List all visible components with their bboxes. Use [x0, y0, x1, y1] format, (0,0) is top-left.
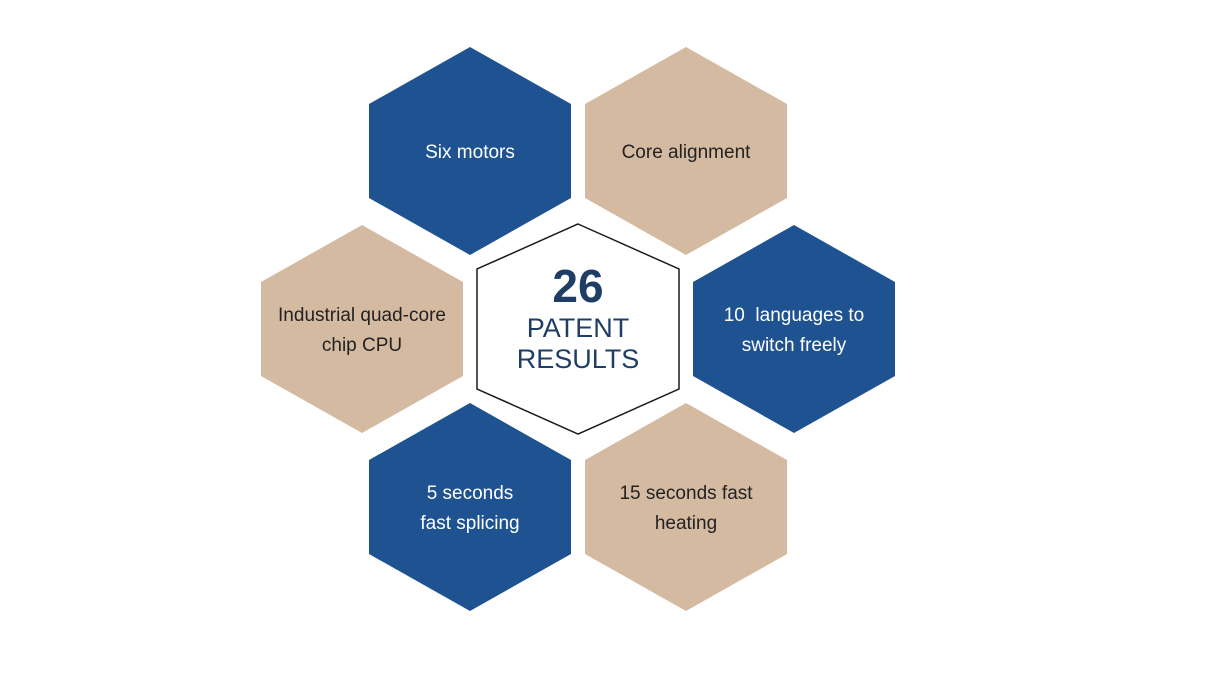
hexagon-label-fast-heating-line1: 15 seconds fast [619, 483, 753, 504]
hexagon-label-quad-core-line1: Industrial quad-core [278, 305, 446, 326]
hexagon-languages [693, 225, 895, 433]
center-label-line2: RESULTS [517, 344, 640, 374]
hexagon-label-core-alignment-line1: Core alignment [622, 142, 752, 163]
hexagon-label-quad-core-line2: chip CPU [322, 335, 402, 356]
center-label-line1: PATENT [527, 313, 630, 343]
hexagon-label-fast-splicing-line1: 5 seconds [427, 483, 514, 504]
hexagon-label-six-motors-line1: Six motors [425, 142, 515, 163]
hexagon-label-fast-heating-line2: heating [655, 513, 717, 534]
hexagon-fast-splicing [369, 403, 571, 611]
hexagon-label-languages-line2: switch freely [742, 335, 847, 356]
hexagon-six-motors [369, 47, 571, 255]
feature-hexagons: Six motors Core alignment 10 languages to s… [261, 47, 895, 611]
hexagon-label-fast-splicing-line2: fast splicing [420, 513, 519, 534]
hexagon-quad-core [261, 225, 463, 433]
center-hexagon-group: 26 PATENT RESULTS [476, 223, 680, 435]
center-hexagon [476, 223, 680, 435]
hexagon-label-languages-line1: 10 languages to [724, 305, 865, 326]
hexagon-fast-heating [585, 403, 787, 611]
center-number: 26 [552, 260, 603, 312]
hexagon-core-alignment [585, 47, 787, 255]
